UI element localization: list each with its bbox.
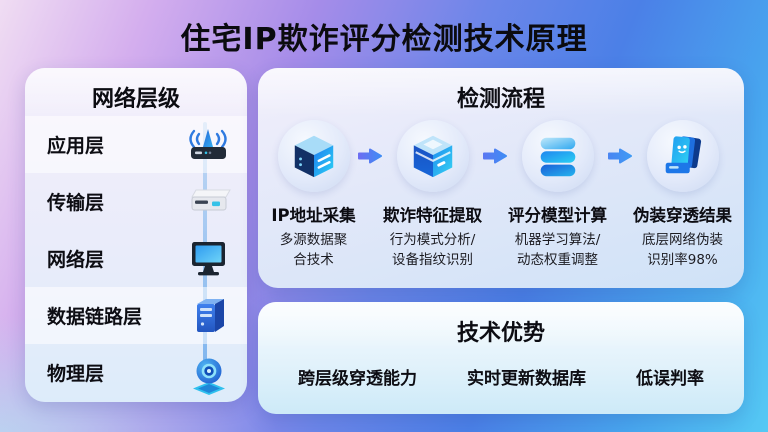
database-stack-icon: [521, 120, 594, 192]
flow-step-penetration-result: 伪装穿透结果 底层网络伪装 识别率98%: [633, 120, 732, 270]
network-layers-panel: 网络层级 应用层: [25, 68, 247, 402]
network-layers-heading: 网络层级: [25, 68, 247, 116]
step-title: 伪装穿透结果: [633, 206, 732, 225]
detection-flow-heading: 检测流程: [258, 68, 744, 116]
step-title: 欺诈特征提取: [383, 206, 482, 225]
arrow-right-icon: [608, 148, 632, 164]
wifi-router-icon: [171, 121, 247, 169]
layer-label: 物理层: [47, 363, 105, 385]
server-cube-icon: [277, 120, 350, 192]
flow-step-score-model: 评分模型计算 机器学习算法/ 动态权重调整: [508, 120, 607, 270]
detection-flow-panel: 检测流程 IP地址采集: [258, 68, 744, 288]
orb-device-icon: [171, 349, 247, 397]
step-title: IP地址采集: [271, 206, 356, 225]
advantages-list: 跨层级穿透能力 实时更新数据库 低误判率: [258, 350, 744, 389]
step-desc: 多源数据聚 合技术: [279, 232, 348, 268]
layer-label: 网络层: [47, 249, 105, 271]
flow-step-ip-collection: IP地址采集 多源数据聚 合技术: [270, 120, 357, 270]
layer-row-physical: 物理层: [25, 344, 247, 401]
advantages-panel: 技术优势 跨层级穿透能力 实时更新数据库 低误判率: [258, 302, 744, 414]
layer-label: 传输层: [47, 192, 105, 214]
network-layers-list: 应用层: [25, 116, 247, 402]
advantage-item: 实时更新数据库: [467, 369, 586, 389]
layer-row-transport: 传输层: [25, 173, 247, 230]
page-title: 住宅IP欺诈评分检测技术原理: [180, 22, 588, 57]
step-title: 评分模型计算: [508, 206, 607, 225]
step-desc: 底层网络伪装 识别率98%: [642, 232, 723, 268]
card-stack-icon: [646, 120, 719, 192]
layer-label: 应用层: [47, 135, 105, 157]
cube-box-icon: [396, 120, 469, 192]
advantages-heading: 技术优势: [258, 302, 744, 350]
advantage-item: 低误判率: [636, 369, 704, 389]
arrow-right-icon: [358, 148, 382, 164]
step-desc: 机器学习算法/ 动态权重调整: [514, 232, 601, 268]
tower-server-icon: [171, 292, 247, 340]
layer-row-application: 应用层: [25, 116, 247, 173]
arrow-right-icon: [483, 148, 507, 164]
flow-steps: IP地址采集 多源数据聚 合技术: [258, 116, 744, 270]
modem-icon: [171, 178, 247, 226]
flow-step-feature-extraction: 欺诈特征提取 行为模式分析/ 设备指纹识别: [383, 120, 482, 270]
step-desc: 行为模式分析/ 设备指纹识别: [389, 232, 476, 268]
layer-row-datalink: 数据链路层: [25, 287, 247, 344]
layer-label: 数据链路层: [47, 306, 143, 328]
advantage-item: 跨层级穿透能力: [298, 369, 417, 389]
monitor-icon: [171, 235, 247, 283]
layer-row-network: 网络层: [25, 230, 247, 287]
